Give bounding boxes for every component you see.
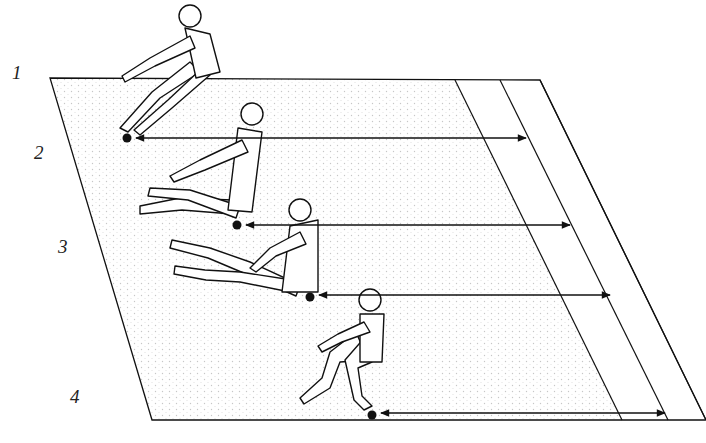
landing-mark [306, 293, 315, 302]
distance-arrow [136, 137, 526, 138]
figure-number: 2 [34, 142, 44, 164]
distance-arrow [319, 294, 610, 295]
pit-edge [455, 80, 622, 420]
landing-mark [123, 134, 132, 143]
figure-number: 4 [70, 386, 80, 408]
board-line [540, 80, 706, 420]
board-line [500, 80, 668, 420]
jumper-figure [300, 289, 384, 410]
distance-arrow [246, 224, 570, 225]
jumper-figure [120, 5, 220, 135]
jumper-figure [170, 199, 318, 296]
landing-mark [368, 411, 377, 420]
figure-number: 1 [12, 62, 22, 84]
pit-outline [50, 78, 706, 420]
jumper-figure [140, 103, 263, 218]
landing-mark [233, 221, 242, 230]
distance-arrow [381, 412, 665, 413]
figure-number: 3 [58, 236, 68, 258]
